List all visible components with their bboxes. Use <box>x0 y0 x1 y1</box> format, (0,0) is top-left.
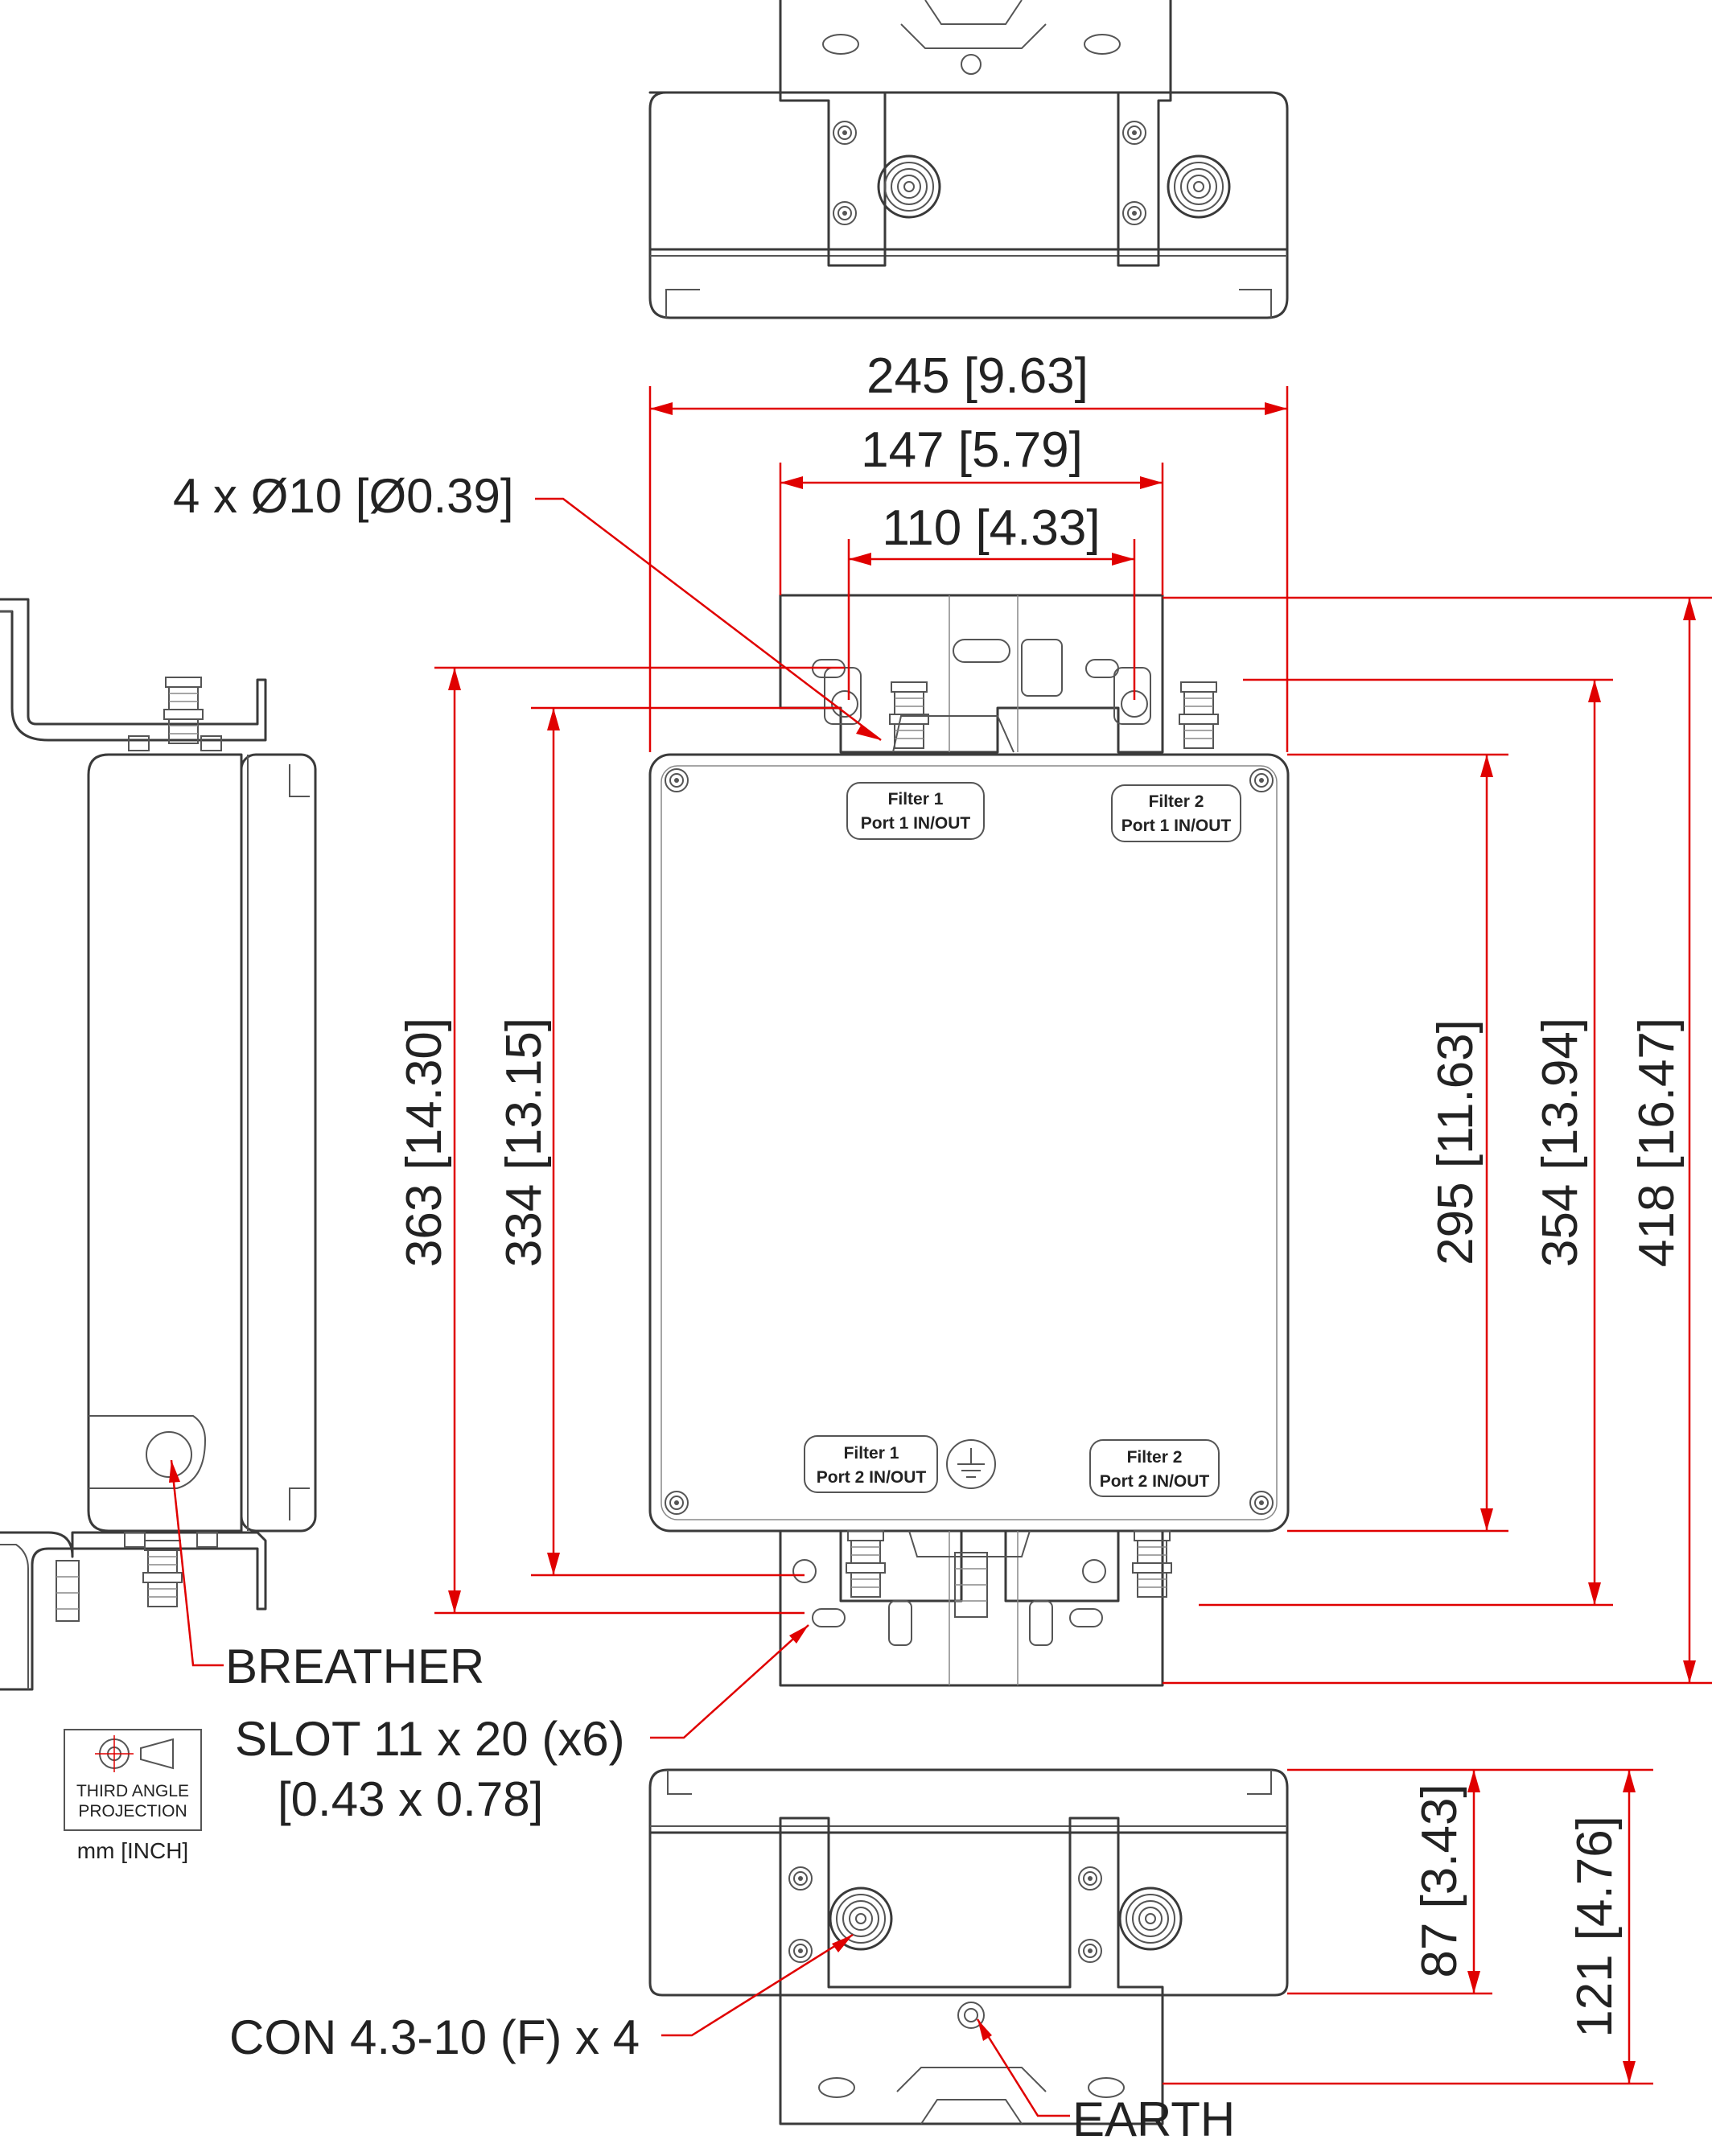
callout-holes: 4 x Ø10 [Ø0.39] <box>173 469 514 523</box>
third-angle-projection-icon <box>95 1735 174 1772</box>
label-filter2-port2-line1: Filter 2 <box>1127 1448 1183 1467</box>
dim-354: 354 [13.94] <box>1533 1018 1588 1267</box>
dim-334: 334 [13.15] <box>496 1018 552 1267</box>
callout-slot-line2: [0.43 x 0.78] <box>278 1772 543 1826</box>
label-filter2-port1-line1: Filter 2 <box>1149 792 1204 811</box>
callout-earth: EARTH <box>1072 2092 1235 2146</box>
label-filter2-port1-line2: Port 1 IN/OUT <box>1121 817 1232 835</box>
label-filter2-port2-line2: Port 2 IN/OUT <box>1100 1472 1210 1491</box>
dim-147: 147 [5.79] <box>861 422 1083 478</box>
dimension-lines <box>434 386 1712 2085</box>
projection-line1: THIRD ANGLE <box>76 1782 189 1800</box>
dim-121: 121 [4.76] <box>1567 1816 1623 2038</box>
side-view <box>0 598 317 1691</box>
dim-363: 363 [14.30] <box>397 1018 452 1267</box>
dim-245: 245 [9.63] <box>866 348 1089 404</box>
front-view: Filter 1 Port 1 IN/OUT Filter 2 Port 1 I… <box>648 594 1290 1687</box>
dim-295: 295 [11.63] <box>1428 1019 1484 1265</box>
earth-icon <box>946 1439 996 1489</box>
callout-leaders <box>169 497 1070 2117</box>
top-view <box>648 0 1289 319</box>
units-label: mm [INCH] <box>77 1838 188 1863</box>
callout-slot-line1: SLOT 11 x 20 (x6) <box>235 1712 625 1766</box>
callout-connector: CON 4.3-10 (F) x 4 <box>229 2010 640 2064</box>
label-filter1-port2-line1: Filter 1 <box>844 1444 899 1463</box>
label-filter1-port1-line1: Filter 1 <box>888 790 944 808</box>
label-filter1-port2-line2: Port 2 IN/OUT <box>817 1468 927 1487</box>
dim-110: 110 [4.33] <box>882 500 1100 556</box>
label-filter1-port1-line2: Port 1 IN/OUT <box>861 814 971 833</box>
dim-418: 418 [16.47] <box>1629 1018 1685 1267</box>
dim-87: 87 [3.43] <box>1412 1784 1467 1977</box>
callout-breather: BREATHER <box>225 1640 484 1693</box>
bottom-view <box>648 1768 1289 2125</box>
projection-legend: THIRD ANGLE PROJECTION mm [INCH] <box>64 1729 202 1863</box>
projection-line2: PROJECTION <box>78 1802 187 1821</box>
